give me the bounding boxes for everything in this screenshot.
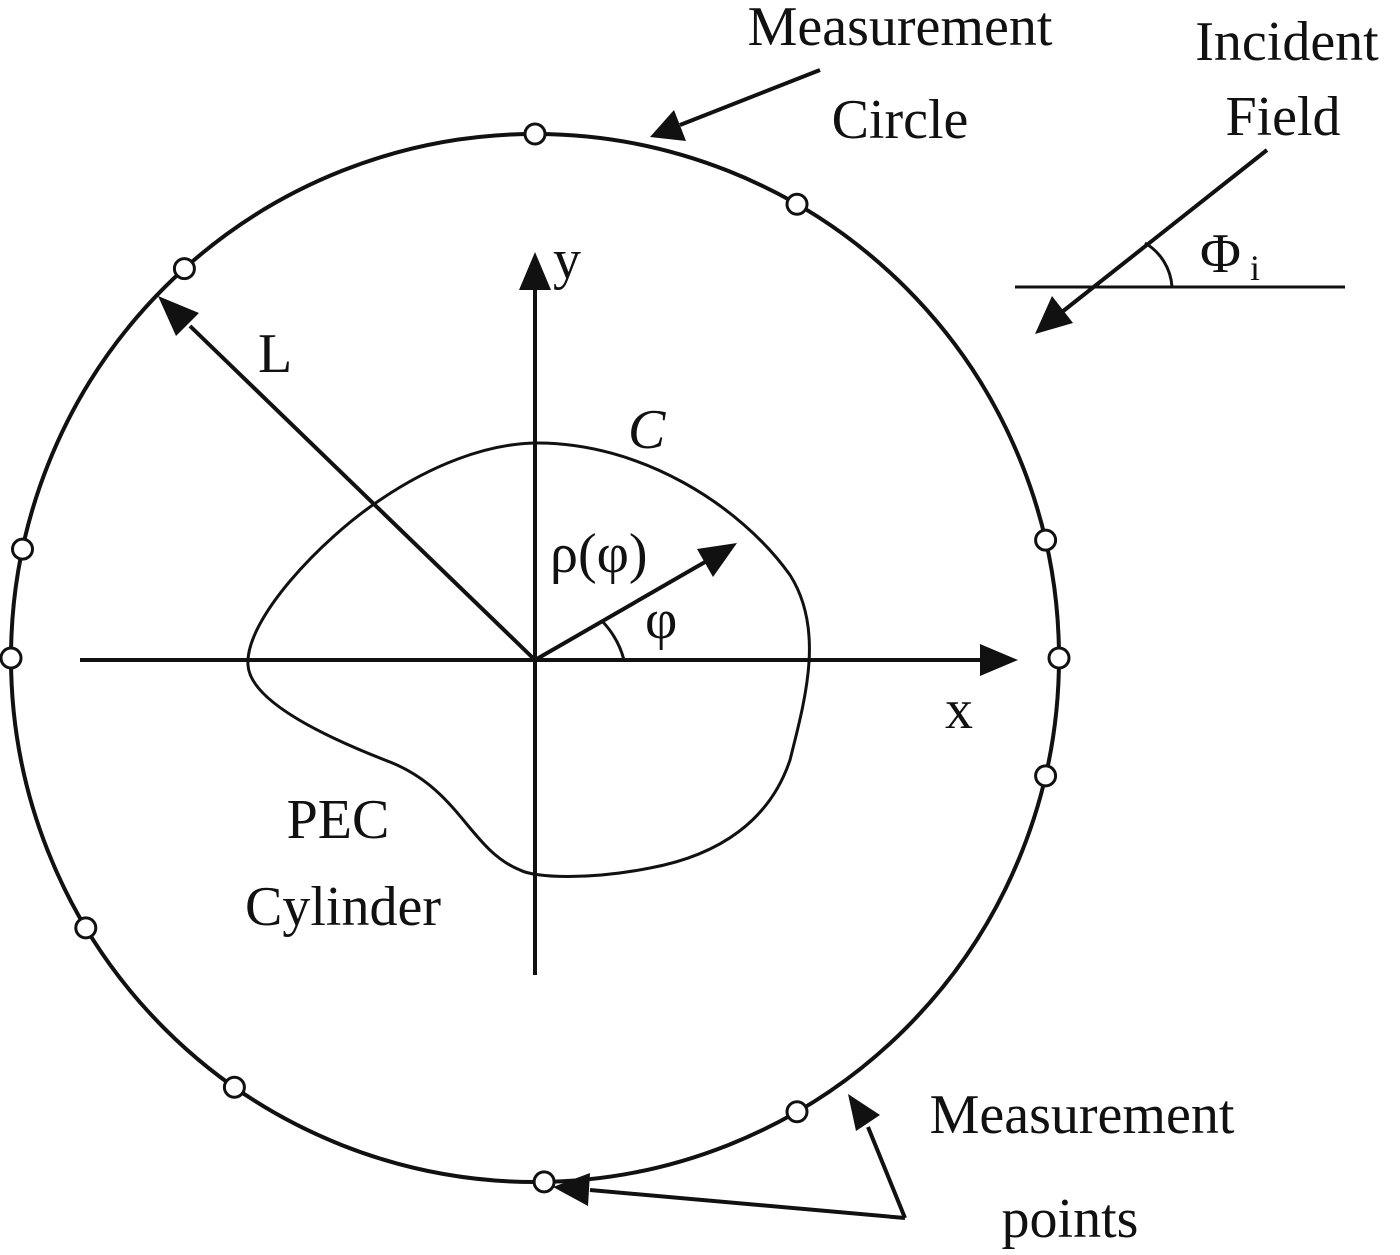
label-incident-angle: Φ — [1200, 223, 1241, 285]
label-y-axis: y — [553, 229, 581, 291]
label-incident-field-line1: Incident — [1195, 11, 1379, 73]
y-axis-arrowhead — [519, 252, 551, 290]
phi-angle-arc — [599, 618, 626, 661]
label-incident-angle-subscript: i — [1250, 248, 1260, 288]
label-measurement-circle-line1: Measurement — [748, 0, 1053, 58]
measurement-points-pointer-head-2 — [553, 1173, 590, 1206]
label-measurement-points-line2: points — [1002, 1188, 1139, 1250]
pec-cylinder-contour — [246, 441, 811, 878]
measurement-points-pointer — [866, 1126, 907, 1219]
label-x-axis: x — [945, 679, 973, 741]
rho-vector — [534, 560, 706, 662]
measurement-point — [0, 646, 23, 670]
measurement-point — [172, 257, 196, 281]
measurement-point — [74, 916, 98, 940]
label-radius: L — [258, 323, 292, 385]
radius-line — [188, 324, 537, 662]
label-contour: C — [628, 399, 666, 461]
incident-field-arrowhead — [1035, 296, 1073, 334]
radius-arrowhead — [158, 296, 199, 336]
measurement-point — [785, 1100, 809, 1124]
label-incident-field-line2: Field — [1225, 86, 1340, 148]
measurement-point — [1034, 528, 1058, 552]
measurement-point — [785, 192, 809, 216]
label-phi: φ — [645, 589, 677, 651]
label-pec-line2: Cylinder — [245, 876, 441, 938]
label-measurement-circle-line2: Circle — [832, 89, 969, 151]
measurement-point — [532, 1170, 556, 1194]
rho-arrowhead — [697, 543, 737, 577]
measurement-points — [0, 122, 1071, 1194]
label-rho-phi: ρ(φ) — [550, 523, 648, 585]
measurement-circle-pointer-head — [650, 110, 686, 141]
measurement-point — [1034, 764, 1058, 788]
incident-angle-arc — [1144, 241, 1174, 288]
measurement-point — [11, 537, 34, 561]
measurement-point — [1047, 646, 1071, 670]
measurement-point — [222, 1075, 246, 1099]
measurement-points-pointer-2 — [589, 1188, 906, 1220]
measurement-points-pointer-head-1 — [848, 1094, 880, 1131]
measurement-circle-pointer — [679, 68, 821, 127]
measurement-point — [523, 122, 547, 146]
label-measurement-points-line1: Measurement — [930, 1084, 1235, 1146]
incident-field-arrow — [1060, 148, 1269, 314]
x-axis-arrowhead — [980, 644, 1018, 676]
label-pec-line1: PEC — [287, 789, 390, 851]
